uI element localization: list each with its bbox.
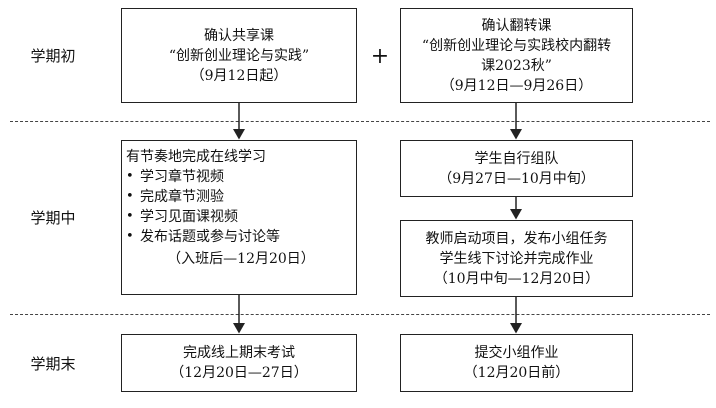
submit-homework-title: 提交小组作业 — [474, 345, 559, 361]
bullet-icon: • — [126, 169, 134, 184]
box-online-learning: 有节奏地完成在线学习 • 学习章节视频 • 完成章节测验 • 学习见面课视频 • 发布话… — [121, 140, 357, 295]
bullet-icon: • — [126, 189, 134, 204]
online-learning-date: （入班后—12月20日） — [167, 251, 315, 267]
list-item-text: 发布话题或参与讨论等 — [140, 229, 280, 245]
project-line-2: 学生线下讨论并完成作业 — [439, 250, 594, 267]
flipped-course-date: （9月12日—9月26日） — [440, 77, 593, 94]
list-item: • 发布话题或参与讨论等 — [126, 227, 356, 247]
flipped-course-name: “创新创业理论与实践校内翻转 — [421, 37, 612, 54]
box-shared-course: 确认共享课 “创新创业理论与实践” （9月12日起） — [121, 8, 357, 103]
shared-course-title: 确认共享课 — [204, 27, 274, 44]
project-date: （10月中旬—12月20日） — [433, 270, 600, 287]
online-learning-title: 有节奏地完成在线学习 — [126, 149, 266, 165]
final-exam-title: 完成线上期末考试 — [183, 345, 295, 361]
list-item-text: 学习见面课视频 — [140, 209, 238, 225]
plus-sign: + — [370, 44, 390, 69]
shared-course-date: （9月12日起） — [190, 67, 288, 84]
project-line-1: 教师启动项目，发布小组任务 — [425, 230, 608, 247]
box-project: 教师启动项目，发布小组任务 学生线下讨论并完成作业 （10月中旬—12月20日） — [400, 220, 633, 297]
box-team-up: 学生自行组队 （9月27日—10月中旬） — [400, 140, 633, 197]
separator-middle-end — [10, 314, 710, 315]
phase-label-middle: 学期中 — [30, 209, 76, 227]
phase-label-start: 学期初 — [30, 47, 76, 65]
list-item: • 完成章节测验 — [126, 187, 356, 207]
box-final-exam: 完成线上期末考试 （12月20日—27日） — [121, 334, 357, 392]
bullet-icon: • — [126, 229, 134, 244]
box-submit-homework: 提交小组作业 （12月20日前） — [400, 334, 633, 392]
list-item-text: 完成章节测验 — [140, 189, 224, 205]
flipped-course-name-cont: 课2023秋” — [481, 57, 552, 74]
phase-label-end: 学期末 — [30, 355, 76, 373]
list-item-text: 学习章节视频 — [140, 169, 224, 185]
submit-homework-date: （12月20日前） — [463, 365, 570, 381]
list-item: • 学习章节视频 — [126, 167, 356, 187]
team-up-title: 学生自行组队 — [474, 150, 559, 167]
list-item: • 学习见面课视频 — [126, 207, 356, 227]
separator-start-middle — [10, 121, 710, 122]
team-up-date: （9月27日—10月中旬） — [438, 170, 595, 187]
bullet-icon: • — [126, 209, 134, 224]
box-flipped-course: 确认翻转课 “创新创业理论与实践校内翻转 课2023秋” （9月12日—9月26… — [400, 8, 633, 103]
shared-course-name: “创新创业理论与实践” — [168, 47, 310, 64]
final-exam-date: （12月20日—27日） — [170, 365, 308, 381]
flipped-course-title: 确认翻转课 — [481, 17, 552, 34]
